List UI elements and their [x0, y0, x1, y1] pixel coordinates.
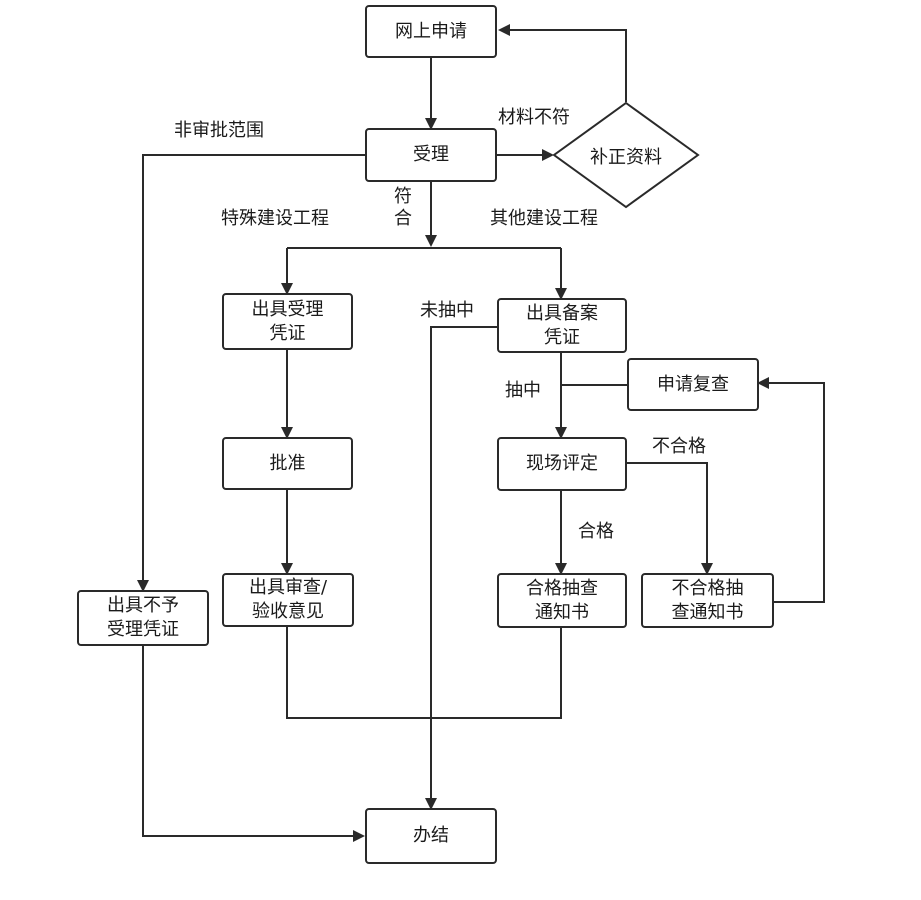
edge-not-selected-to-finish — [425, 326, 497, 810]
node-finish: 办结 — [365, 808, 497, 864]
node-supplement-label: 补正资料 — [590, 147, 662, 168]
node-fail-notice: 不合格抽 查通知书 — [641, 573, 774, 628]
node-reinspect: 申请复查 — [627, 358, 759, 411]
edge-accept-to-reject — [137, 154, 365, 592]
edge-reject-to-finish — [142, 646, 365, 842]
node-record-cert: 出具备案 凭证 — [497, 298, 627, 353]
label-unqualified: 不合格 — [652, 436, 706, 457]
node-site-eval: 现场评定 — [497, 437, 627, 491]
node-approve: 批准 — [222, 437, 353, 490]
label-other-projects: 其他建设工程 — [490, 208, 598, 229]
label-material-mismatch: 材料不符 — [498, 107, 570, 128]
node-accept-cert: 出具受理 凭证 — [222, 293, 353, 350]
edge-fail-to-reinspect — [757, 377, 825, 603]
node-pass-notice: 合格抽查 通知书 — [497, 573, 627, 628]
label-special-projects: 特殊建设工程 — [221, 208, 329, 229]
label-selected: 抽中 — [505, 380, 541, 401]
node-online-apply: 网上申请 — [365, 5, 497, 58]
label-not-in-scope: 非审批范围 — [174, 120, 264, 141]
label-not-selected: 未抽中 — [420, 300, 474, 321]
edge-site-to-fail — [627, 462, 713, 575]
node-accept: 受理 — [365, 128, 497, 182]
label-conform: 符 合 — [394, 186, 412, 229]
edge-supplement-to-apply — [498, 24, 627, 102]
node-review-opinion: 出具审查/ 验收意见 — [222, 573, 354, 627]
supplement-diamond — [552, 101, 700, 209]
label-qualified: 合格 — [578, 521, 614, 542]
edge-review-to-merge — [286, 627, 562, 719]
node-reject-cert: 出具不予 受理凭证 — [77, 590, 209, 646]
